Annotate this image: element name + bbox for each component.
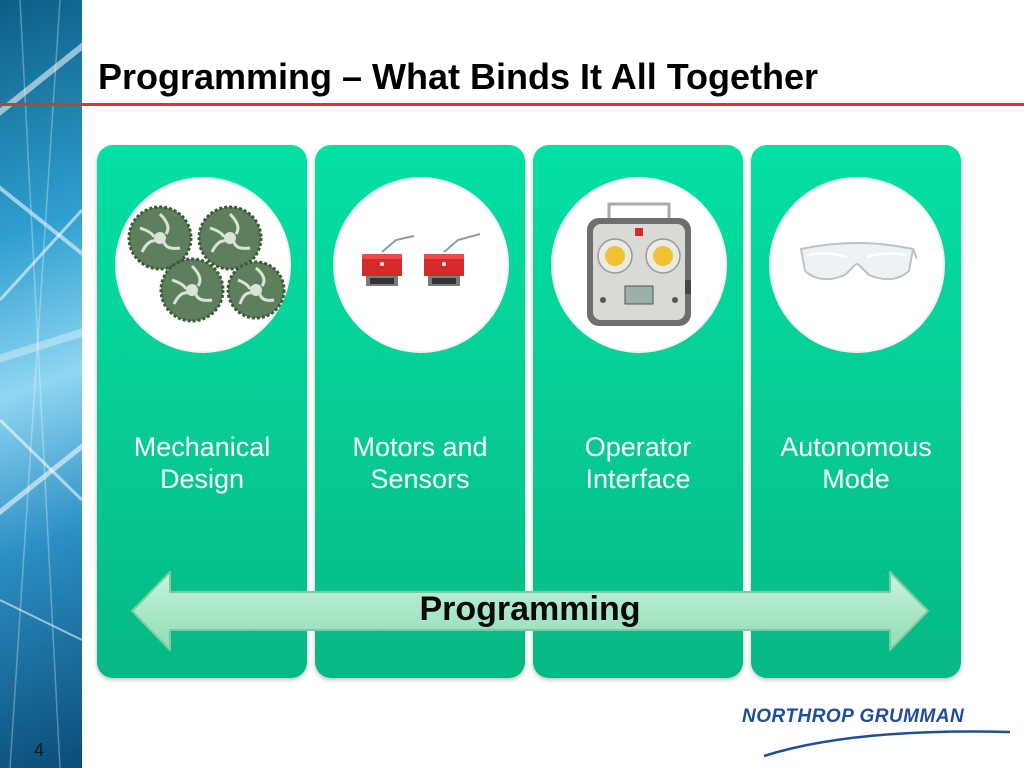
card-image-circle xyxy=(115,177,291,353)
logo-text: NORTHROP GRUMMAN xyxy=(742,706,965,727)
card-image-circle xyxy=(769,177,945,353)
card-label: Operator Interface xyxy=(533,431,743,495)
card-label: Motors and Sensors xyxy=(315,431,525,495)
page-number: 4 xyxy=(34,740,45,760)
card-label-line2: Design xyxy=(159,464,245,494)
card-label: Mechanical Design xyxy=(97,431,307,495)
card-label-line1: Operator xyxy=(584,432,692,462)
card-label-line1: Motors and xyxy=(352,432,488,462)
card-autonomous-mode: Autonomous Mode xyxy=(751,145,961,678)
side-decoration-strip xyxy=(0,0,82,768)
card-image-circle xyxy=(333,177,509,353)
title-divider xyxy=(0,103,1024,106)
slide-title: Programming – What Binds It All Together xyxy=(98,56,819,97)
saw-blades-image xyxy=(127,205,286,323)
card-operator-interface: Operator Interface xyxy=(533,145,743,678)
rc-controller-image xyxy=(587,202,691,326)
motors-sensors-image xyxy=(362,233,481,286)
topic-cards: Mechanical Design xyxy=(97,145,963,678)
card-motors-and-sensors: Motors and Sensors xyxy=(315,145,525,678)
logo-swoosh-icon xyxy=(763,730,1011,758)
card-label-line2: Sensors xyxy=(370,464,470,494)
programming-arrow: Programming xyxy=(130,570,930,652)
double-arrow-shape xyxy=(131,571,929,651)
northrop-grumman-logo: NORTHROP GRUMMAN xyxy=(742,706,1012,758)
card-label-line2: Interface xyxy=(585,464,691,494)
safety-glasses-image xyxy=(799,242,917,281)
card-label-line1: Mechanical xyxy=(133,432,271,462)
card-label-line1: Autonomous xyxy=(780,432,932,462)
card-label: Autonomous Mode xyxy=(751,431,961,495)
card-image-circle xyxy=(551,177,727,353)
card-mechanical-design: Mechanical Design xyxy=(97,145,307,678)
arrow-label: Programming xyxy=(419,590,641,628)
card-label-line2: Mode xyxy=(822,464,890,494)
